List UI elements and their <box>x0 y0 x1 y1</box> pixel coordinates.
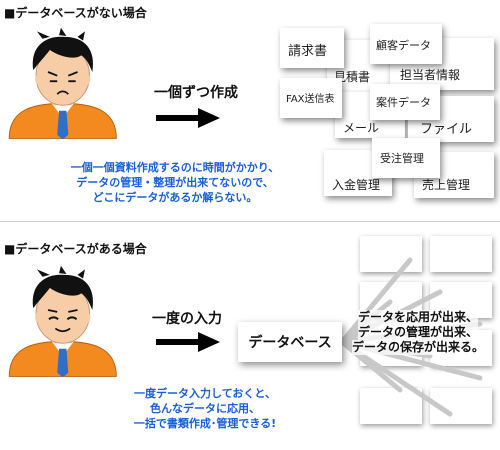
card-label: 受注管理 <box>380 152 424 165</box>
card-label: 売上管理 <box>422 178 471 192</box>
document-card-seikyusho: 請求書 <box>280 28 344 68</box>
problem-caption: 一個一個資料作成するのに時間がかかり、 データの管理・整理が出来てないので、 ど… <box>60 160 290 205</box>
card-label: 見積書 <box>334 70 371 84</box>
benefit-line: データの管理が出来、 <box>357 325 478 340</box>
problem-caption-line: どこにデータがあるか解らない。 <box>92 191 258 204</box>
benefit-line: データの保存が出来る。 <box>351 340 484 355</box>
benefit-line: データを応用が出来、 <box>357 310 478 325</box>
database-box: データベース <box>238 322 342 362</box>
output-card <box>360 388 422 424</box>
card-label: 案件データ <box>376 96 431 109</box>
document-card-nyukin: 入金管理 <box>324 150 392 196</box>
arrow-label-one-by-one: 一個ずつ作成 <box>154 85 238 101</box>
document-card-fax: FAX送信表 <box>280 78 342 118</box>
section-heading-with-db: ■データベースがある場合 <box>4 242 147 256</box>
card-label: 担当者情報 <box>400 68 461 82</box>
solution-caption: 一度データ入力しておくと、 色んなデータに応用、 一括で書類作成･管理できる! <box>110 386 300 431</box>
confused-person-icon <box>8 27 117 140</box>
card-label: ファイル <box>420 122 473 137</box>
output-card <box>360 236 422 272</box>
happy-person-icon <box>8 265 117 378</box>
card-label: 入金管理 <box>332 178 381 192</box>
solution-caption-line: 色んなデータに応用、 <box>150 402 260 415</box>
document-card-kokyaku: 顧客データ <box>370 24 442 64</box>
section-divider <box>0 221 500 222</box>
card-label: 顧客データ <box>376 39 431 52</box>
card-label: メール <box>343 121 380 135</box>
output-card <box>430 236 492 272</box>
problem-caption-line: 一個一個資料作成するのに時間がかかり、 <box>70 161 280 174</box>
card-label: FAX送信表 <box>286 94 335 105</box>
solution-caption-line: 一度データ入力しておくと、 <box>134 387 276 400</box>
right-arrow-icon <box>156 108 220 128</box>
benefits-text: データを応用が出来、 データの管理が出来、 データの保存が出来る。 <box>343 310 493 355</box>
document-card-anken: 案件データ <box>370 84 440 120</box>
arrow-label-single-input: 一度の入力 <box>152 311 222 327</box>
problem-caption-line: データの管理・整理が出来てないので、 <box>76 176 274 189</box>
right-arrow-icon <box>156 332 220 352</box>
solution-caption-line: 一括で書類作成･管理できる! <box>133 417 277 430</box>
card-label: 請求書 <box>288 44 328 59</box>
section-heading-without-db: ■データベースがない場合 <box>4 6 147 20</box>
document-card-juchu: 受注管理 <box>372 138 440 178</box>
